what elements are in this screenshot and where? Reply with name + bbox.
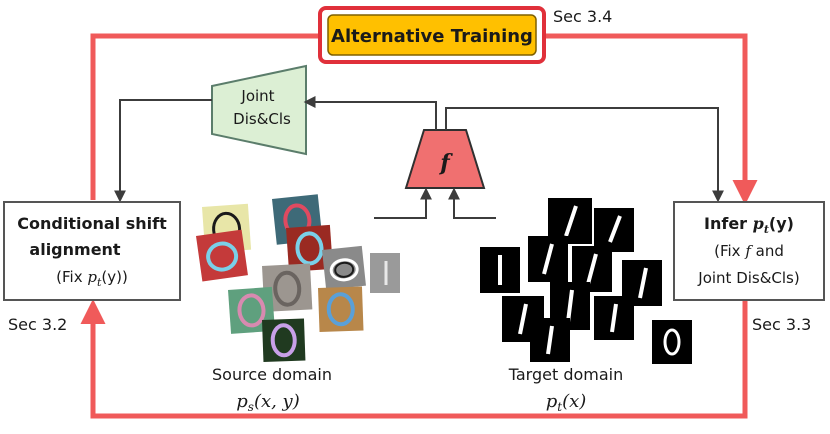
target-digit-image — [480, 247, 520, 293]
target-distribution-label: pt(x) — [546, 391, 587, 414]
target-digit-image — [594, 296, 634, 340]
alternative-training-title: Alternative Training — [331, 26, 533, 47]
target-digit-image — [528, 236, 568, 282]
f-symbol: f — [438, 150, 453, 176]
target-domain-label: Target domain — [508, 365, 624, 384]
arrow-target-to-f — [448, 187, 496, 219]
source-digit-image — [370, 253, 400, 293]
sec-3-4-label: Sec 3.4 — [553, 7, 612, 26]
source-digit-image — [262, 263, 313, 312]
training-loop — [80, 33, 758, 419]
loop-right-segment — [544, 33, 758, 205]
arrow-f-to-joint — [303, 96, 437, 130]
right-box-line1: Infer pt(y) — [704, 214, 794, 236]
joint-label-line1: Joint — [240, 87, 274, 105]
target-digit-image — [594, 208, 634, 252]
source-digit-image — [322, 245, 366, 290]
source-digit-image — [262, 318, 306, 362]
sec-3-2-label: Sec 3.2 — [8, 315, 67, 334]
right-box-line2: (Fix f and — [714, 242, 784, 260]
infer-pt-box: Infer pt(y) (Fix f and Joint Dis&Cls) — [673, 201, 825, 301]
source-distribution-label: ps(x, y) — [236, 391, 300, 414]
joint-dis-cls-block: Joint Dis&Cls — [211, 64, 307, 156]
feature-extractor-f: f — [404, 129, 486, 189]
right-box-line3: Joint Dis&Cls) — [697, 269, 799, 287]
target-domain-images — [480, 198, 692, 364]
source-domain-label: Source domain — [212, 365, 332, 384]
source-digit-image — [196, 229, 248, 282]
conditional-shift-box: Conditional shift alignment (Fix pt(y)) — [3, 201, 181, 301]
source-digit-image — [318, 286, 364, 332]
alternative-training-box: Alternative Training — [318, 6, 546, 64]
source-domain-images — [196, 194, 400, 362]
sec-3-3-label: Sec 3.3 — [752, 315, 811, 334]
arrow-f-to-right — [445, 107, 724, 203]
left-box-line3: (Fix pt(y)) — [56, 268, 128, 289]
arrow-source-to-f — [374, 187, 432, 219]
gray-arrows — [114, 96, 724, 219]
left-box-line2: alignment — [29, 240, 121, 259]
joint-label-line2: Dis&Cls — [233, 110, 291, 128]
source-digit-image — [286, 224, 333, 272]
loop-bottom-segment — [80, 299, 748, 419]
left-box-line1: Conditional shift — [17, 214, 167, 233]
loop-left-segment — [90, 33, 322, 200]
target-digit-image — [652, 320, 692, 364]
arrow-joint-to-left — [114, 99, 212, 203]
target-digit-image — [530, 318, 570, 362]
